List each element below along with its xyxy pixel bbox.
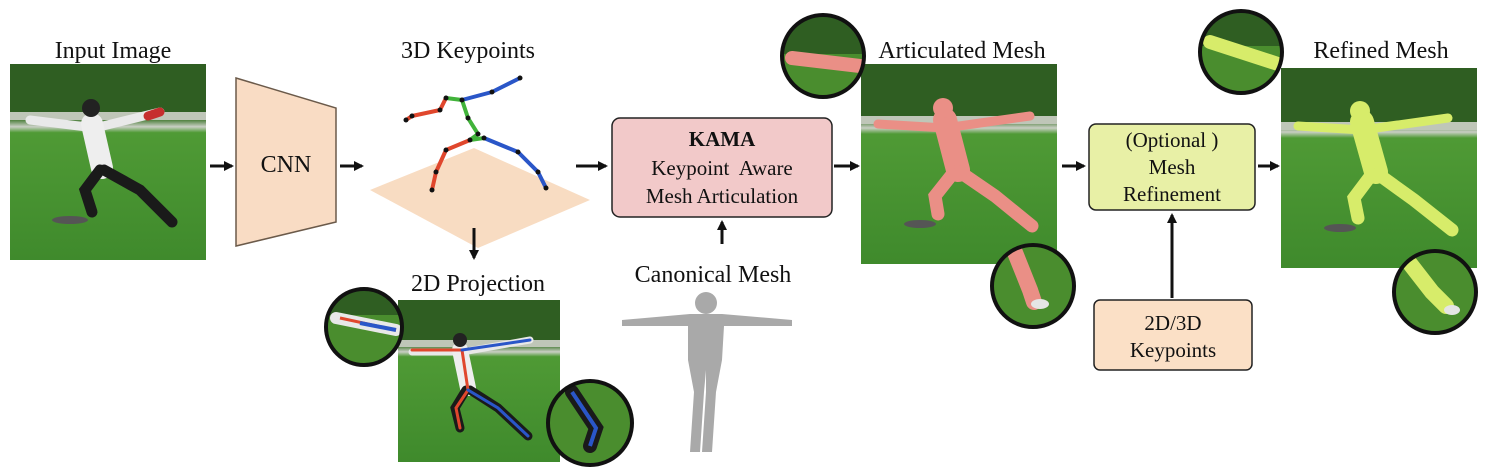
cnn-block [235,76,337,247]
input-image [10,64,206,260]
keypoints-box-line2: Keypoints [1130,338,1216,362]
refined-zoom-hand [1198,9,1284,95]
canonical-mesh-label: Canonical Mesh [635,262,792,288]
articulated-zoom-hand [780,13,866,99]
refined-mesh-label: Refined Mesh [1313,38,1448,64]
refinement-line1: (Optional ) [1126,128,1219,152]
projection-2d-image [398,300,560,462]
cnn-label: CNN [261,152,312,178]
projection-zoom-hand [324,287,404,367]
kama-box [611,117,833,218]
canonical-mesh-figure [622,292,792,452]
projection-zoom-foot [546,379,634,467]
kama-line1: Keypoint Aware [651,156,793,180]
refinement-line3: Refinement [1123,182,1221,206]
refinement-line2: Mesh [1149,155,1196,179]
keypoints-3d-figure [370,75,590,248]
keypoints-3d-label: 3D Keypoints [401,38,535,64]
refinement-box [1088,123,1256,211]
kama-title: KAMA [689,127,756,151]
keypoints-box [1093,299,1253,371]
articulated-mesh-image [861,64,1057,264]
kama-line2: Mesh Articulation [646,184,799,208]
articulated-zoom-foot [990,243,1076,329]
input-image-label: Input Image [55,38,172,64]
articulated-mesh-label: Articulated Mesh [878,38,1045,64]
projection-2d-label: 2D Projection [411,271,545,297]
refined-zoom-foot [1392,249,1478,335]
keypoints-box-line1: 2D/3D [1144,311,1201,335]
refined-mesh-image [1281,68,1477,268]
